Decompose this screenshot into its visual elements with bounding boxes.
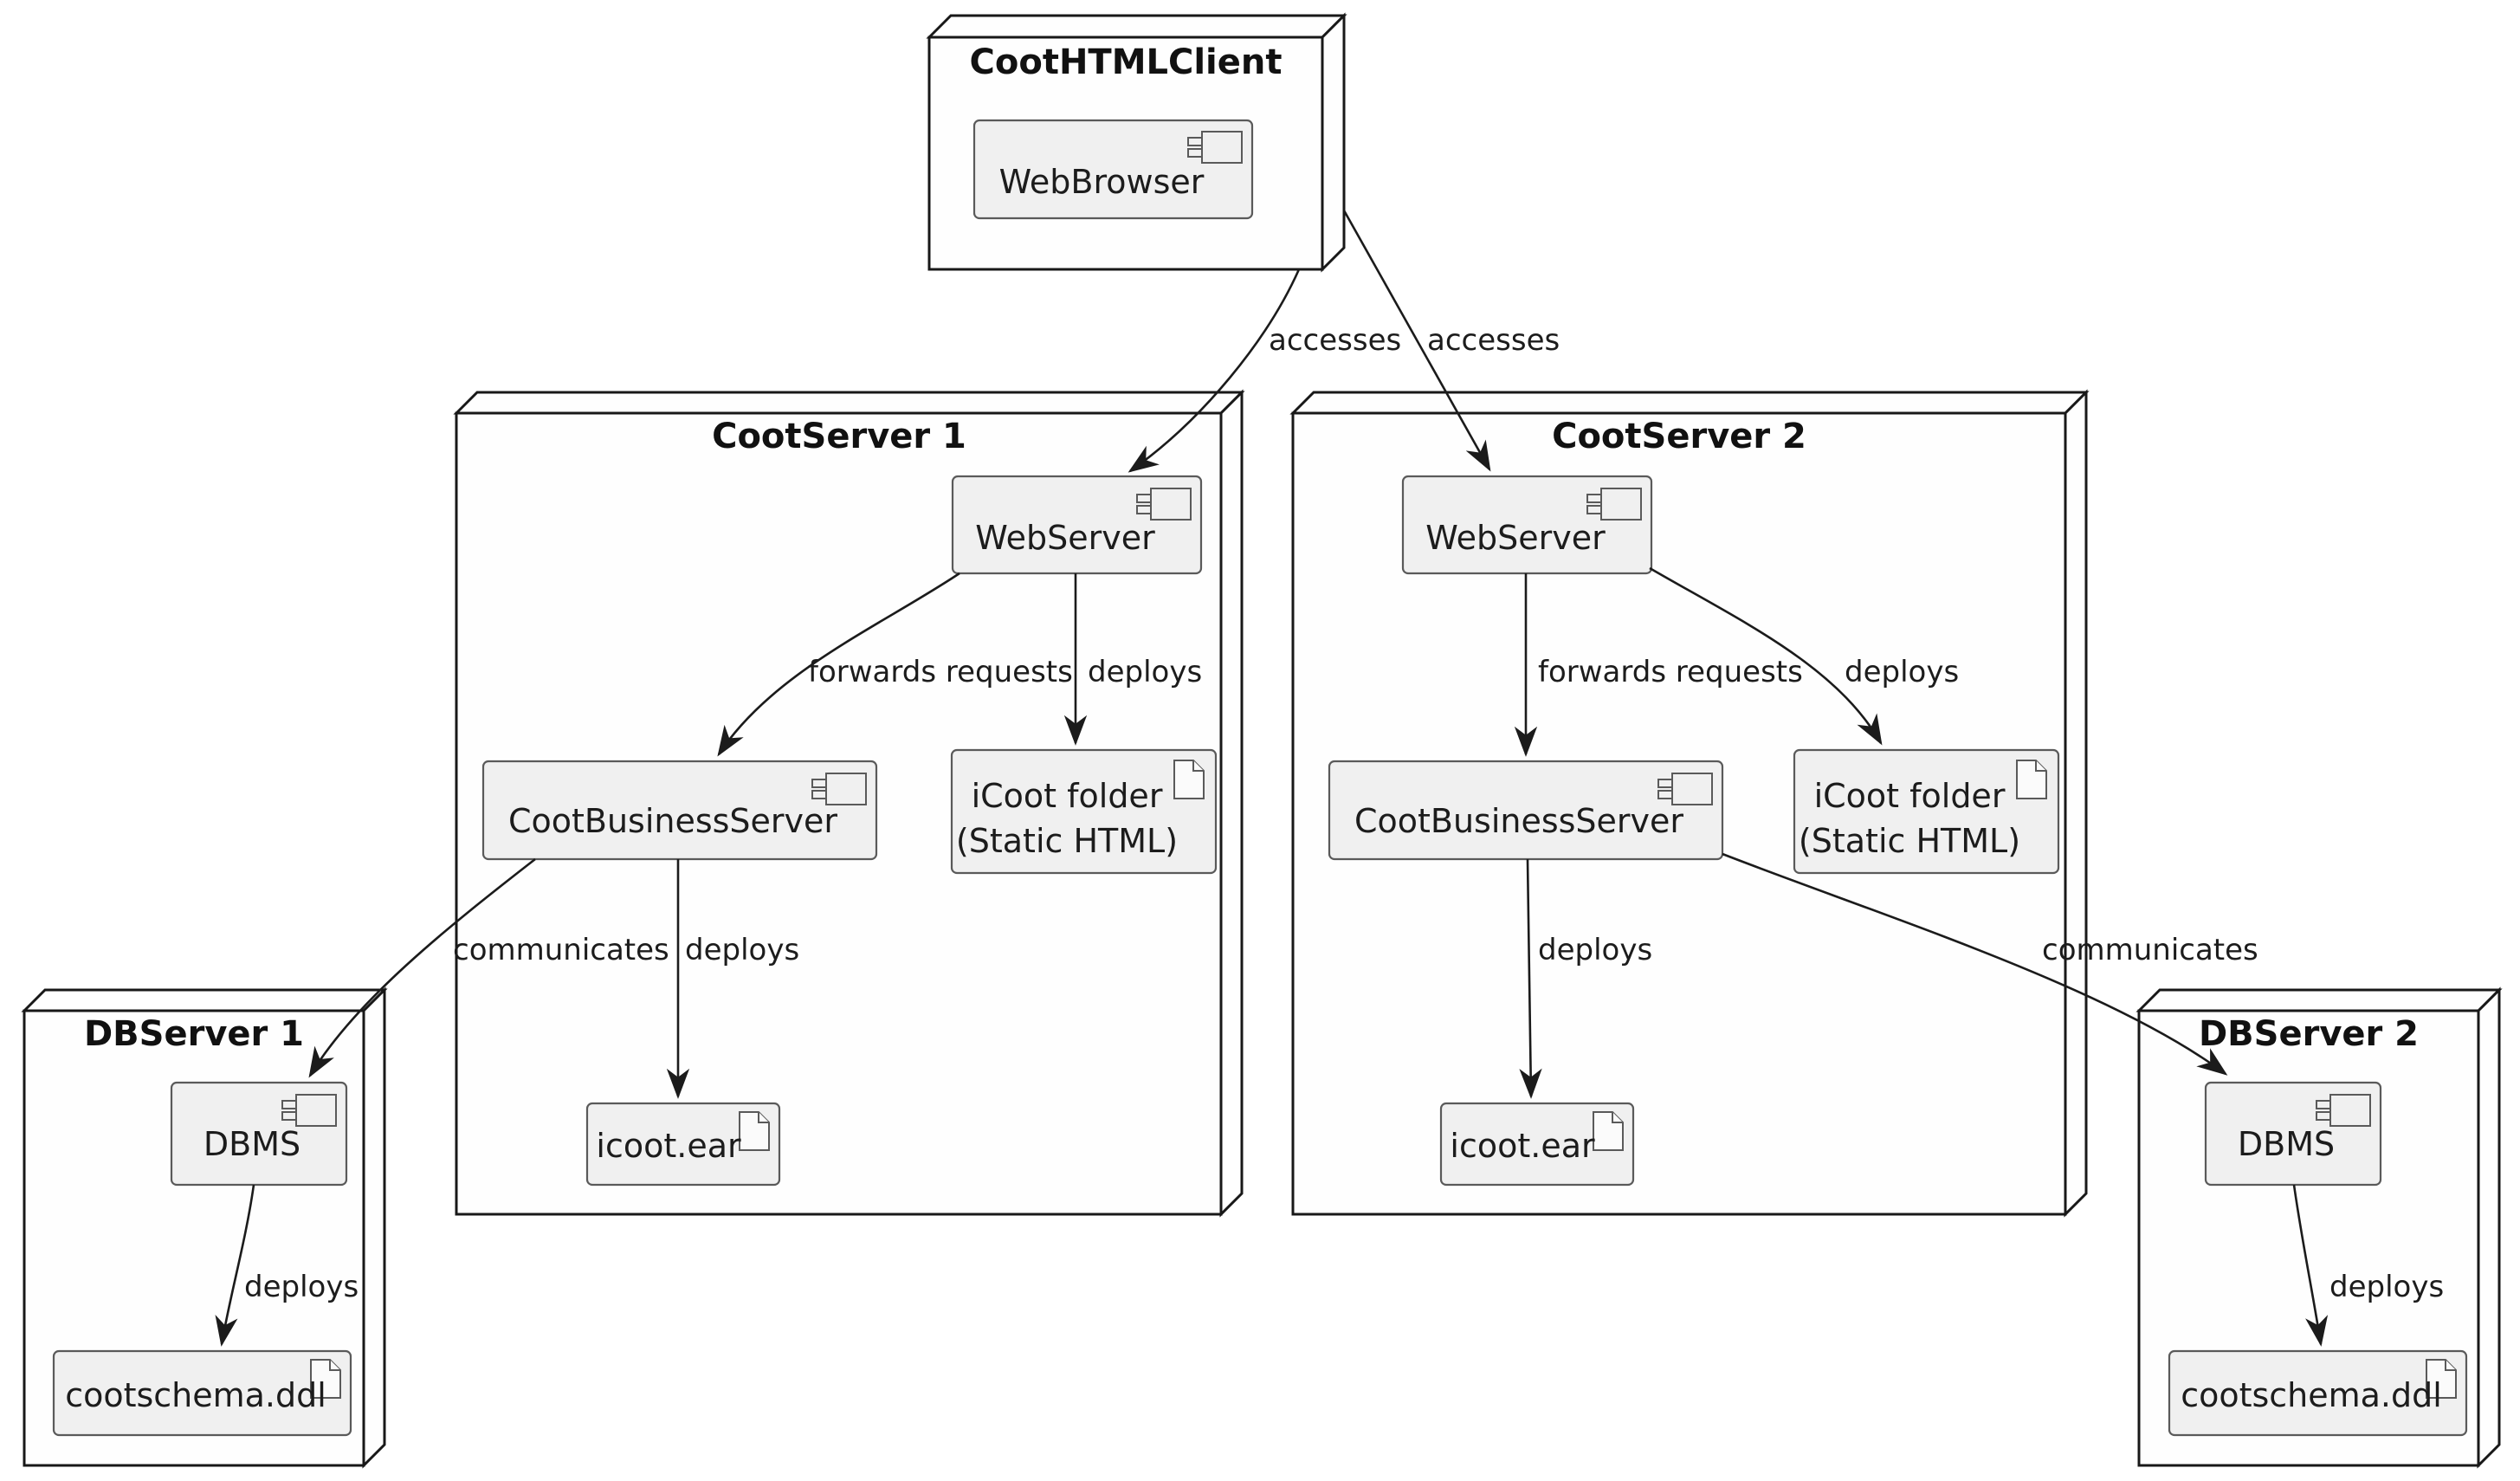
component-dbms2: DBMS bbox=[2204, 1081, 2382, 1187]
node-title-coothtmlclient: CootHTMLClient bbox=[970, 42, 1283, 82]
artifact-icon bbox=[2426, 1359, 2457, 1399]
artifact-icoot-ear-2: icoot.ear bbox=[1439, 1102, 1635, 1187]
artifact-label-schema2: cootschema.ddl bbox=[2181, 1376, 2442, 1414]
artifact-label-schema1: cootschema.ddl bbox=[65, 1376, 326, 1414]
edge-accesses-1 bbox=[1128, 268, 1301, 473]
artifact-label-icoot2-line2: (Static HTML) bbox=[1799, 822, 2020, 860]
edge-deploys-dbms-1 bbox=[215, 1184, 255, 1347]
component-label-webbrowser: WebBrowser bbox=[999, 163, 1205, 201]
component-label-dbms1: DBMS bbox=[204, 1125, 300, 1163]
edge-communicates-2 bbox=[1722, 852, 2228, 1076]
edge-label-communicates-1: communicates bbox=[453, 933, 669, 967]
artifact-icoot-ear-1: icoot.ear bbox=[585, 1102, 781, 1187]
component-webserver2: WebServer bbox=[1401, 475, 1653, 575]
edge-label-deploys-webserver-2: deploys bbox=[1845, 655, 1959, 689]
node-title-dbserver2: DBServer 2 bbox=[2199, 1014, 2419, 1054]
artifact-cootschema-2: cootschema.ddl bbox=[2168, 1349, 2468, 1437]
edge-label-deploys-cbs-1: deploys bbox=[685, 933, 799, 967]
component-dbms1: DBMS bbox=[170, 1081, 348, 1187]
edge-label-deploys-cbs-2: deploys bbox=[1538, 933, 1652, 967]
edge-labels: accesses accesses forwards requests depl… bbox=[244, 323, 2444, 1304]
artifact-cootschema-1: cootschema.ddl bbox=[52, 1349, 352, 1437]
edge-label-accesses-2: accesses bbox=[1427, 323, 1560, 358]
artifact-icoot-folder-2: iCoot folder (Static HTML) bbox=[1793, 748, 2060, 875]
component-label-dbms2: DBMS bbox=[2238, 1125, 2335, 1163]
node-title-dbserver1: DBServer 1 bbox=[84, 1014, 304, 1054]
artifact-icon bbox=[739, 1111, 770, 1151]
edge-deploys-dbms-2 bbox=[2292, 1184, 2329, 1347]
component-label-webserver1: WebServer bbox=[975, 519, 1155, 557]
edges bbox=[215, 210, 2329, 1347]
edge-label-deploys-dbms-1: deploys bbox=[244, 1270, 359, 1304]
artifact-label-icoot1-line1: iCoot folder bbox=[972, 777, 1163, 815]
component-label-cootbusinessserver1: CootBusinessServer bbox=[508, 802, 837, 840]
artifact-label-icoot1-line2: (Static HTML) bbox=[956, 822, 1178, 860]
component-icon bbox=[1136, 488, 1192, 521]
edge-deploys-webserver-2 bbox=[1649, 566, 1883, 746]
edge-label-accesses-1: accesses bbox=[1269, 323, 1401, 358]
component-icon bbox=[1657, 773, 1713, 805]
component-cootbusinessserver2: CootBusinessServer bbox=[1328, 760, 1724, 861]
component-icon bbox=[2316, 1094, 2371, 1127]
edge-label-forwards-requests-1: forwards requests bbox=[808, 655, 1073, 689]
edge-forwards-requests-1 bbox=[717, 572, 960, 757]
artifact-icon bbox=[2016, 760, 2047, 799]
edge-label-deploys-webserver-1: deploys bbox=[1088, 655, 1202, 689]
component-webserver1: WebServer bbox=[951, 475, 1203, 575]
component-icon bbox=[811, 773, 867, 805]
component-cootbusinessserver1: CootBusinessServer bbox=[481, 760, 878, 861]
edge-label-forwards-requests-2: forwards requests bbox=[1538, 655, 1803, 689]
component-label-cootbusinessserver2: CootBusinessServer bbox=[1354, 802, 1683, 840]
node-title-cootserver1: CootServer 1 bbox=[712, 417, 966, 456]
artifact-label-icoot2-line1: iCoot folder bbox=[1814, 777, 2006, 815]
artifact-label-ear2: icoot.ear bbox=[1450, 1127, 1595, 1165]
artifact-icoot-folder-1: iCoot folder (Static HTML) bbox=[950, 748, 1218, 875]
edge-communicates-1 bbox=[308, 857, 536, 1078]
edge-label-communicates-2: communicates bbox=[2042, 933, 2258, 967]
artifact-label-ear1: icoot.ear bbox=[596, 1127, 741, 1165]
edge-accesses-2 bbox=[1342, 210, 1491, 472]
component-icon bbox=[1586, 488, 1642, 521]
component-icon bbox=[281, 1094, 337, 1127]
edge-deploys-cbs-2 bbox=[1519, 858, 1542, 1099]
node-title-cootserver2: CootServer 2 bbox=[1552, 417, 1806, 456]
component-webbrowser: WebBrowser bbox=[972, 119, 1254, 220]
component-icon bbox=[1187, 131, 1243, 164]
artifact-icon bbox=[1173, 760, 1205, 799]
artifact-icon bbox=[1593, 1111, 1624, 1151]
component-label-webserver2: WebServer bbox=[1425, 519, 1606, 557]
edge-label-deploys-dbms-2: deploys bbox=[2329, 1270, 2444, 1304]
artifact-icon bbox=[310, 1359, 341, 1399]
